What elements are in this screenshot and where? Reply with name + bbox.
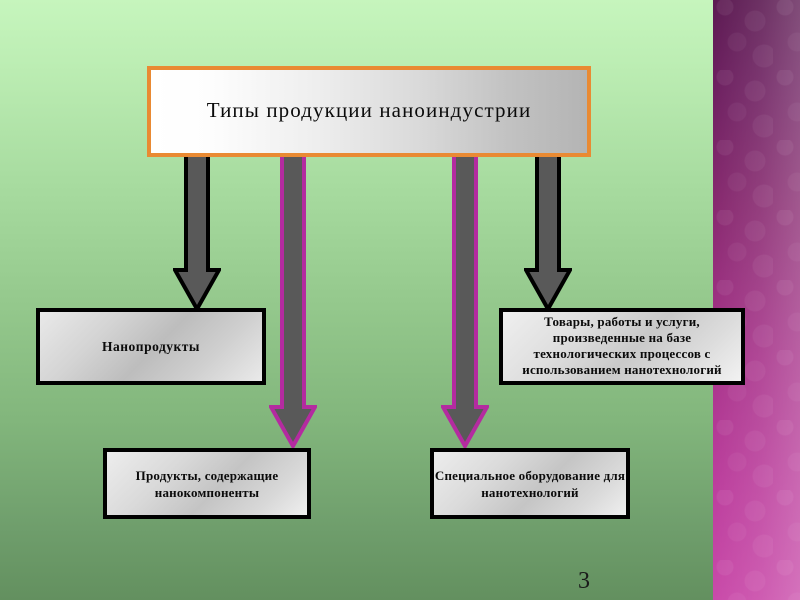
diagram-title-text: Типы продукции наноиндустрии xyxy=(206,98,532,122)
slide-page-number: 3 xyxy=(578,568,590,594)
arrow-to-components xyxy=(269,152,317,451)
node-goods-works-services: Товары, работы и услуги, произведенные н… xyxy=(499,308,745,385)
band-texture-overlay xyxy=(713,0,800,600)
node-nanoproducts: Нанопродукты xyxy=(36,308,266,385)
node-goods-works-services-label: Товары, работы и услуги, произведенные н… xyxy=(522,314,722,377)
node-special-equipment: Специальное оборудование для нанотехноло… xyxy=(430,448,630,519)
arrow-to-equipment xyxy=(441,152,489,451)
arrow-to-nanoproducts xyxy=(173,152,221,314)
node-special-equipment-label: Специальное оборудование для нанотехноло… xyxy=(434,467,626,500)
diagram-title-box: Типы продукции наноиндустрии xyxy=(147,66,591,157)
decorative-side-band xyxy=(713,0,800,600)
node-nanoproducts-label: Нанопродукты xyxy=(102,338,200,354)
node-products-with-nanocomponents: Продукты, содержащие нанокомпоненты xyxy=(103,448,311,519)
node-products-with-nanocomponents-label: Продукты, содержащие нанокомпоненты xyxy=(135,467,279,500)
arrow-to-goods xyxy=(524,152,572,314)
